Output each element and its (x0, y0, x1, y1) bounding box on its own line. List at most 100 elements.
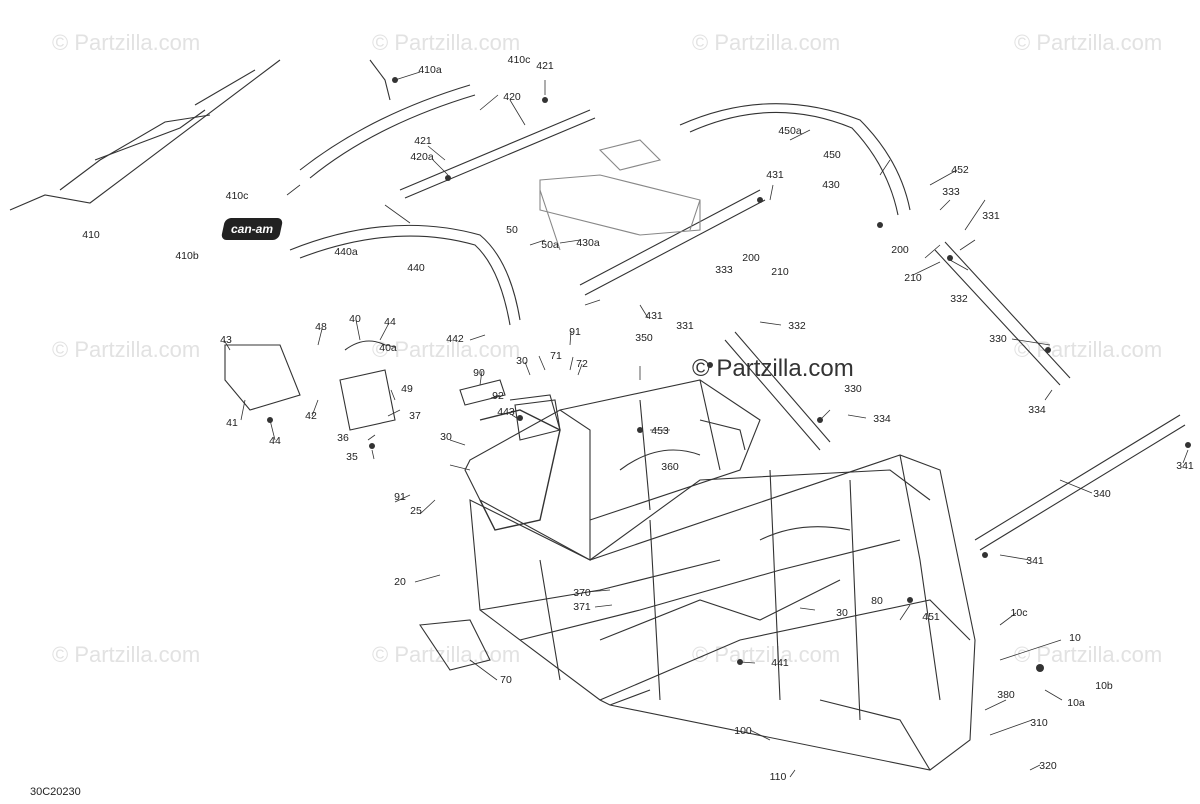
callout-371[interactable]: 371 (573, 601, 591, 613)
callout-331[interactable]: 331 (676, 320, 694, 332)
callout-20[interactable]: 20 (394, 576, 406, 588)
callout-36[interactable]: 36 (337, 432, 349, 444)
callout-42[interactable]: 42 (305, 410, 317, 422)
watermark: © Partzilla.com (372, 642, 521, 667)
callout-443[interactable]: 443 (497, 406, 515, 418)
callout-200[interactable]: 200 (742, 252, 760, 264)
top-left-kit (9, 59, 391, 211)
main-frame (464, 379, 976, 771)
diagram-code: 30C20230 (30, 786, 81, 798)
callout-92[interactable]: 92 (492, 390, 504, 402)
callout-333[interactable]: 333 (715, 264, 733, 276)
callout-370[interactable]: 370 (573, 587, 591, 599)
callout-330[interactable]: 330 (989, 333, 1007, 345)
callout-360[interactable]: 360 (661, 461, 679, 473)
callout-50[interactable]: 50 (506, 224, 518, 236)
callout-453[interactable]: 453 (651, 425, 669, 437)
callout-341[interactable]: 341 (1026, 555, 1044, 567)
callout-10c[interactable]: 10c (1010, 607, 1028, 619)
callout-30[interactable]: 30 (440, 431, 452, 443)
callout-30[interactable]: 30 (516, 355, 528, 367)
rear-posts (724, 241, 1186, 551)
callout-210[interactable]: 210 (771, 266, 789, 278)
callout-440[interactable]: 440 (407, 262, 425, 274)
callout-210[interactable]: 210 (904, 272, 922, 284)
callout-332[interactable]: 332 (950, 293, 968, 305)
callout-333[interactable]: 333 (942, 186, 960, 198)
callout-91[interactable]: 91 (569, 326, 581, 338)
callout-72[interactable]: 72 (576, 358, 588, 370)
callout-80[interactable]: 80 (871, 595, 883, 607)
callout-44[interactable]: 44 (384, 316, 396, 328)
callout-320[interactable]: 320 (1039, 760, 1057, 772)
watermark: © Partzilla.com (52, 642, 201, 667)
callout-421[interactable]: 421 (414, 135, 432, 147)
callout-430[interactable]: 430 (822, 179, 840, 191)
watermark: © Partzilla.com (692, 642, 841, 667)
callout-40[interactable]: 40 (349, 313, 361, 325)
watermark-center: © Partzilla.com (692, 355, 854, 382)
callout-350[interactable]: 350 (635, 332, 653, 344)
callout-25[interactable]: 25 (410, 505, 422, 517)
callout-310[interactable]: 310 (1030, 717, 1048, 729)
callout-341[interactable]: 341 (1176, 460, 1194, 472)
callout-410c[interactable]: 410c (507, 54, 531, 66)
callout-44[interactable]: 44 (269, 435, 281, 447)
callout-35[interactable]: 35 (346, 451, 358, 463)
left-panels (224, 340, 561, 671)
callout-450a[interactable]: 450a (778, 125, 802, 137)
callout-49[interactable]: 49 (401, 383, 413, 395)
callout-10[interactable]: 10 (1069, 632, 1081, 644)
callout-430a[interactable]: 430a (576, 237, 600, 249)
callout-332[interactable]: 332 (788, 320, 806, 332)
callout-410a[interactable]: 410a (418, 64, 442, 76)
callout-40a[interactable]: 40a (379, 342, 397, 354)
callout-334[interactable]: 334 (1028, 404, 1046, 416)
callout-410b[interactable]: 410b (175, 250, 199, 262)
callout-37[interactable]: 37 (409, 410, 421, 422)
roll-cage (289, 84, 911, 326)
can-am-logo: can-am (220, 218, 284, 240)
watermark: © Partzilla.com (1014, 337, 1163, 362)
callout-100[interactable]: 100 (734, 725, 752, 737)
callout-440a[interactable]: 440a (334, 246, 358, 258)
callout-110[interactable]: 110 (769, 771, 787, 783)
callout-30[interactable]: 30 (836, 607, 848, 619)
callout-431[interactable]: 431 (645, 310, 663, 322)
callout-43[interactable]: 43 (220, 334, 232, 346)
callout-420[interactable]: 420 (503, 91, 521, 103)
watermark: © Partzilla.com (1014, 642, 1163, 667)
callout-10a[interactable]: 10a (1067, 697, 1085, 709)
watermark: © Partzilla.com (1014, 30, 1163, 55)
callout-420a[interactable]: 420a (410, 151, 434, 163)
callout-10b[interactable]: 10b (1095, 680, 1113, 692)
callout-452[interactable]: 452 (951, 164, 969, 176)
callout-340[interactable]: 340 (1093, 488, 1111, 500)
callout-331[interactable]: 331 (982, 210, 1000, 222)
callout-431[interactable]: 431 (766, 169, 784, 181)
watermark: © Partzilla.com (372, 337, 521, 362)
watermark: © Partzilla.com (52, 337, 201, 362)
callout-334[interactable]: 334 (873, 413, 891, 425)
leader-lines (223, 71, 1189, 778)
callout-442[interactable]: 442 (446, 333, 464, 345)
callout-421[interactable]: 421 (536, 60, 554, 72)
callout-450[interactable]: 450 (823, 149, 841, 161)
callout-71[interactable]: 71 (550, 350, 562, 362)
callout-70[interactable]: 70 (500, 674, 512, 686)
fasteners (267, 77, 1191, 672)
callout-48[interactable]: 48 (315, 321, 327, 333)
callout-200[interactable]: 200 (891, 244, 909, 256)
callout-50a[interactable]: 50a (541, 239, 559, 251)
callout-451[interactable]: 451 (922, 611, 940, 623)
callout-410c[interactable]: 410c (225, 190, 249, 202)
callout-380[interactable]: 380 (997, 689, 1015, 701)
callout-91[interactable]: 91 (394, 491, 406, 503)
callout-90[interactable]: 90 (473, 367, 485, 379)
callout-330[interactable]: 330 (844, 383, 862, 395)
callout-441[interactable]: 441 (771, 657, 789, 669)
callout-410[interactable]: 410 (82, 229, 100, 241)
callout-41[interactable]: 41 (226, 417, 238, 429)
